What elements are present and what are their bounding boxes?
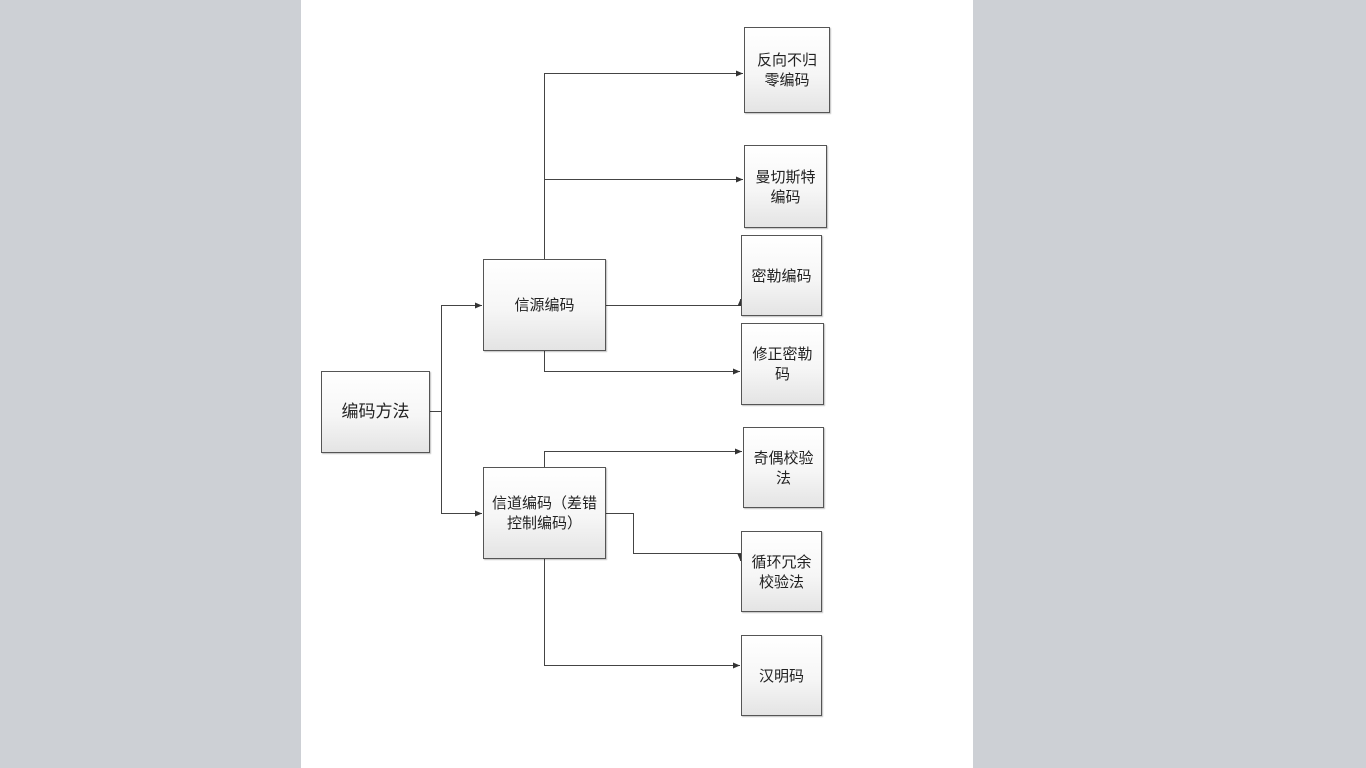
leaf-node-crc: 循环冗余校验法 [741, 531, 822, 612]
leaf-node-parity-check: 奇偶校验法 [743, 427, 824, 508]
edge-branch1-child1 [544, 70, 743, 259]
leaf-node-nrzi: 反向不归零编码 [744, 27, 830, 113]
edge-branch1-child4 [544, 351, 740, 375]
edge-root-branch1 [429, 302, 482, 412]
edge-branch1-child3 [605, 299, 744, 306]
leaf-node-miller: 密勒编码 [741, 235, 822, 316]
edge-branch2-child2 [605, 513, 744, 561]
leaf-node-modified-miller: 修正密勒码 [741, 323, 824, 405]
edge-root-branch2 [441, 411, 482, 517]
edge-branch2-child3 [544, 559, 740, 669]
root-node: 编码方法 [321, 371, 430, 453]
edge-branch2-child1 [544, 448, 742, 467]
leaf-node-hamming: 汉明码 [741, 635, 822, 716]
branch-node-source-coding: 信源编码 [483, 259, 606, 351]
branch-node-channel-coding: 信道编码（差错控制编码） [483, 467, 606, 559]
leaf-node-manchester: 曼切斯特编码 [744, 145, 827, 228]
